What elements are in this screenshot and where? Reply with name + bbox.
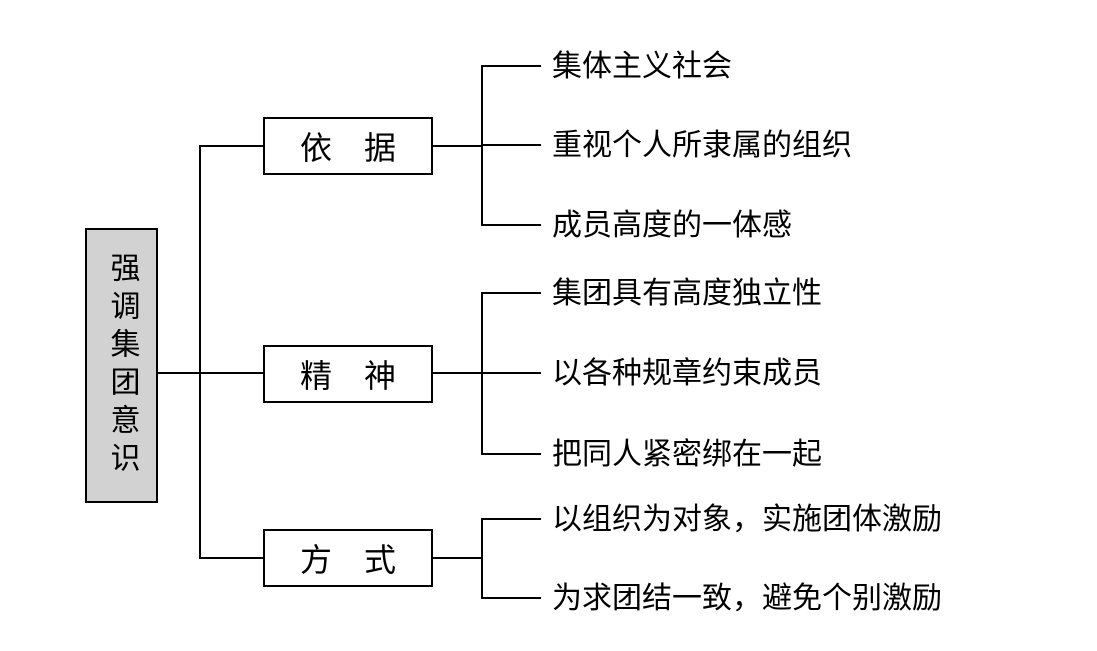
leaf-tick <box>481 224 541 226</box>
leaf-tick <box>481 518 541 520</box>
leaf-tick <box>481 292 541 294</box>
branch-node-label: 精 神 <box>299 358 396 394</box>
leaf-label: 为求团结一致，避免个别激励 <box>552 582 942 615</box>
leaf-tick <box>481 372 541 374</box>
connector-trunk-to-branch-1 <box>199 145 263 147</box>
branch-node-basis: 依 据 <box>263 117 433 175</box>
branch-node-method: 方 式 <box>263 529 433 587</box>
connector-branch-1-out <box>433 145 483 147</box>
connector-branch-2-out <box>433 372 483 374</box>
leaf-label: 集团具有高度独立性 <box>552 277 822 310</box>
branch-node-label: 依 据 <box>299 130 396 166</box>
branch-node-spirit: 精 神 <box>263 345 433 403</box>
leaf-tick <box>481 144 541 146</box>
leaf-label: 成员高度的一体感 <box>552 209 792 242</box>
leaf-label: 把同人紧密绑在一起 <box>552 438 822 471</box>
leaf-tick <box>481 597 541 599</box>
root-node: 强调集团意识 <box>85 228 158 503</box>
connector-root-to-trunk <box>158 372 200 374</box>
leaf-tick <box>481 453 541 455</box>
connector-trunk-vertical <box>199 145 201 559</box>
leaf-rail-branch-3 <box>481 518 483 599</box>
leaf-label: 集体主义社会 <box>552 50 732 83</box>
leaf-label: 以各种规章约束成员 <box>552 357 822 390</box>
leaf-label: 重视个人所隶属的组织 <box>552 129 852 162</box>
root-node-label: 强调集团意识 <box>105 251 139 480</box>
connector-branch-3-out <box>433 557 483 559</box>
leaf-tick <box>481 65 541 67</box>
connector-trunk-to-branch-3 <box>199 557 263 559</box>
leaf-label: 以组织为对象，实施团体激励 <box>552 503 942 536</box>
branch-node-label: 方 式 <box>299 542 396 578</box>
connector-trunk-to-branch-2 <box>199 372 263 374</box>
